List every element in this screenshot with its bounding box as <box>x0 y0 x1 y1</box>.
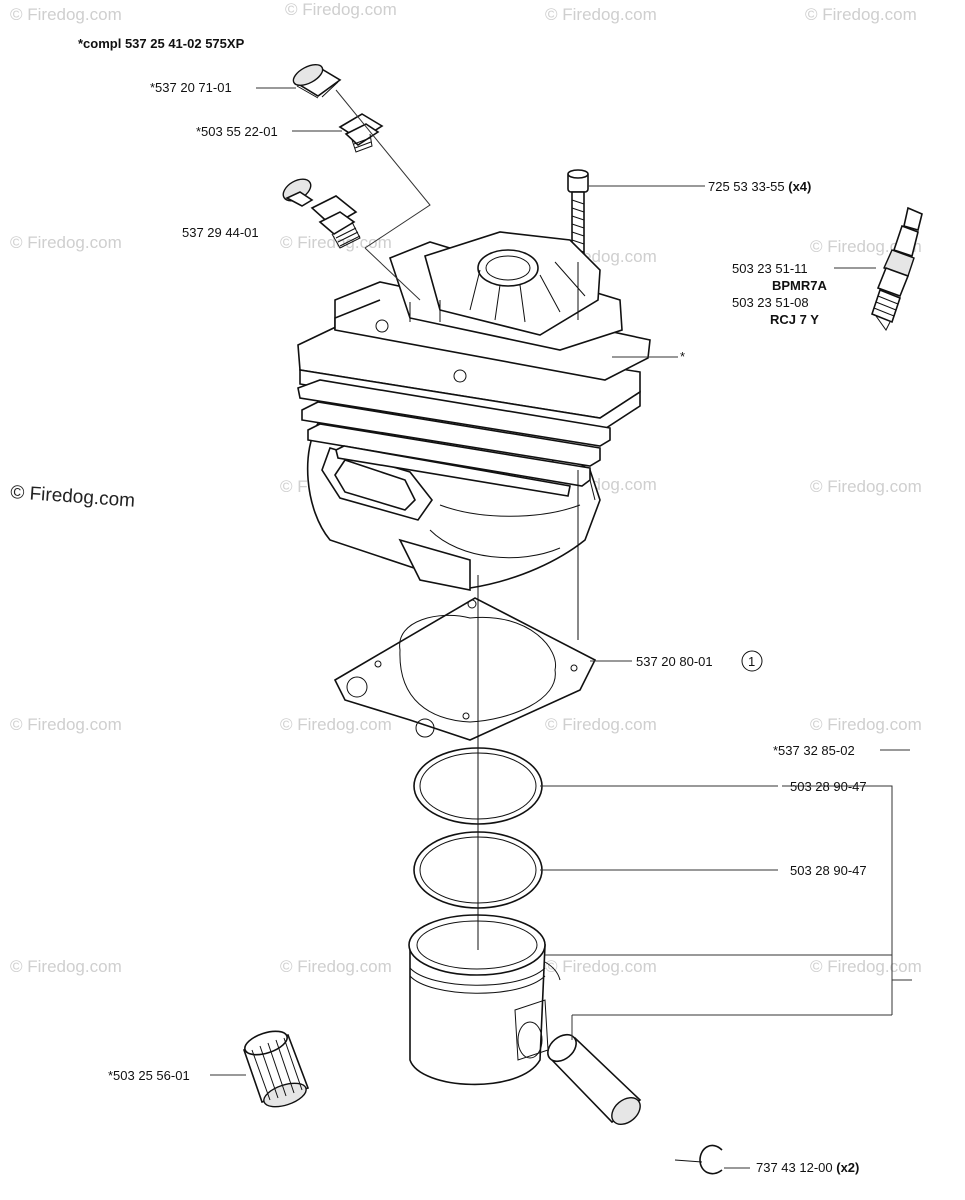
watermark: © Firedog.com <box>545 715 657 734</box>
watermark: © Firedog.com <box>285 0 397 19</box>
part-number-gasket: 537 20 80-01 <box>636 654 713 669</box>
watermark: © Firedog.com <box>805 5 917 24</box>
spark-plug-drawing <box>871 206 923 331</box>
valve-body-drawing <box>338 113 384 153</box>
part-number-circlip: 737 43 12-00 (x2) <box>756 1160 859 1175</box>
part-number-spark-plug-2: 503 23 51-08 <box>732 295 809 310</box>
leader-lines <box>210 87 912 1169</box>
gasket-ref-number: 1 <box>748 654 755 669</box>
watermark: © Firedog.com <box>10 233 122 252</box>
watermark: © Firedog.com <box>280 957 392 976</box>
kit-label: *compl 537 25 41-02 575XP <box>78 36 245 51</box>
part-number-ring-2: 503 28 90-47 <box>790 863 867 878</box>
watermark: © Firedog.com <box>10 5 122 24</box>
part-number-ring-1: 503 28 90-47 <box>790 779 867 794</box>
watermark: © Firedog.com <box>280 715 392 734</box>
part-number-screw: 725 53 33-55 (x4) <box>708 179 811 194</box>
gasket-ref-circle <box>741 650 763 672</box>
watermark-dark: © Firedog.com <box>10 482 136 512</box>
watermark: © Firedog.com <box>810 957 922 976</box>
watermark: © Firedog.com <box>545 957 657 976</box>
watermark: © Firedog.com <box>545 5 657 24</box>
part-number-piston-kit: *537 32 85-02 <box>773 743 855 758</box>
spark-plug-2-type: RCJ 7 Y <box>770 312 819 327</box>
base-gasket-drawing <box>333 597 597 741</box>
cylinder-marker: * <box>680 349 685 364</box>
circlip-drawing <box>674 1144 723 1175</box>
piston-pin-drawing <box>547 1033 642 1125</box>
part-number-needle-bearing: *503 25 56-01 <box>108 1068 190 1083</box>
valve-cap-drawing <box>292 63 342 99</box>
part-number-valve-cap: *537 20 71-01 <box>150 80 232 95</box>
cylinder-drawing <box>297 231 651 591</box>
decompression-valve-drawing <box>282 178 361 249</box>
needle-bearing-drawing <box>242 1030 310 1108</box>
watermark: © Firedog.com <box>810 715 922 734</box>
part-labels: *compl 537 25 41-02 575XP *537 20 71-01 … <box>78 36 867 1175</box>
part-number-valve-body: *503 55 22-01 <box>196 124 278 139</box>
watermark: © Firedog.com <box>10 957 122 976</box>
watermark: © Firedog.com <box>10 715 122 734</box>
watermark: © Firedog.com <box>810 477 922 496</box>
part-number-decompression-valve: 537 29 44-01 <box>182 225 259 240</box>
part-number-spark-plug-1: 503 23 51-11 <box>732 261 808 276</box>
assembly-lines <box>335 89 579 950</box>
watermark: © Firedog.com <box>280 233 392 252</box>
piston-drawing <box>408 914 561 1086</box>
spark-plug-1-type: BPMR7A <box>772 278 828 293</box>
